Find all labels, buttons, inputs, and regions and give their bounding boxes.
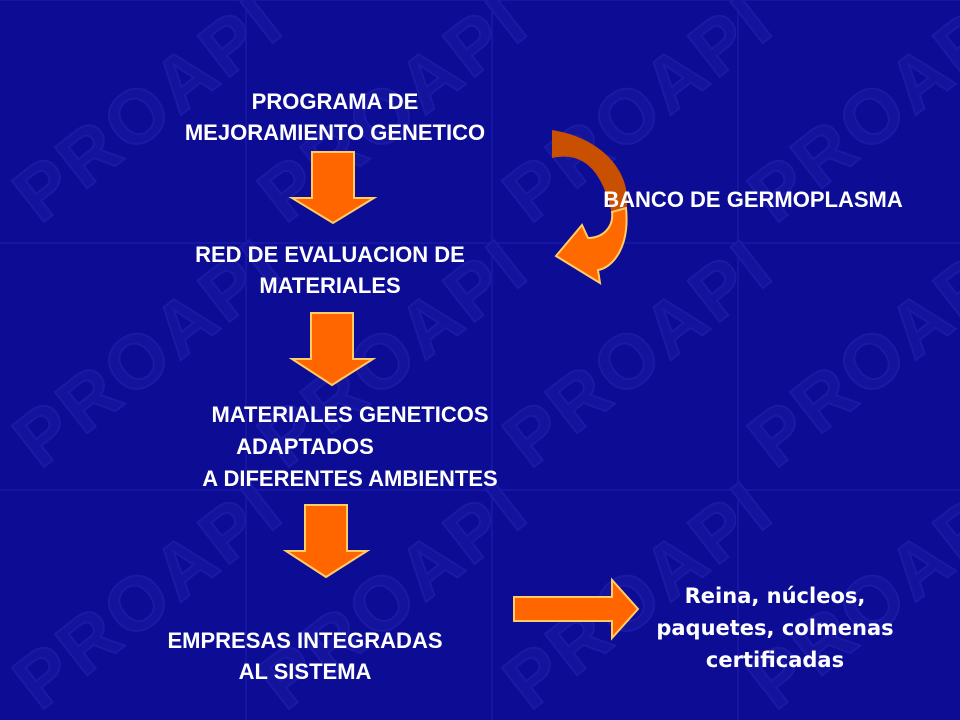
node-line: RED DE EVALUACION DE	[195, 242, 465, 267]
node-line: MATERIALES GENETICOS	[211, 402, 489, 427]
node-line: AL SISTEMA	[238, 659, 372, 684]
node-banco-germoplasma: BANCO DE GERMOPLASMA	[548, 184, 958, 215]
down-arrow-2	[288, 312, 377, 387]
curved-arrow-shadow	[552, 130, 628, 214]
node-red-evaluacion: RED DE EVALUACION DE MATERIALES	[110, 239, 550, 301]
curved-arrow-body	[554, 206, 628, 285]
node-line: Reina, núcleos,	[684, 584, 866, 608]
right-arrow	[513, 577, 640, 641]
curved-arrow	[552, 130, 628, 285]
node-line: certificadas	[705, 648, 845, 672]
node-line: paquetes, colmenas	[656, 616, 894, 640]
node-line: EMPRESAS INTEGRADAS	[167, 628, 443, 653]
down-arrow-1	[288, 151, 378, 225]
node-line: PROGRAMA DE	[251, 89, 419, 114]
node-programa-mejoramiento: PROGRAMA DE MEJORAMIENTO GENETICO	[120, 86, 550, 148]
node-empresas-integradas: EMPRESAS INTEGRADAS AL SISTEMA	[95, 625, 515, 687]
node-line: A DIFERENTES AMBIENTES	[202, 466, 498, 491]
node-productos-certificados: Reina, núcleos, paquetes, colmenas certi…	[600, 580, 950, 676]
node-line: ADAPTADOS	[236, 434, 374, 459]
down-arrow-3	[282, 504, 371, 579]
node-line: BANCO DE GERMOPLASMA	[603, 187, 903, 212]
node-materiales-geneticos: MATERIALES GENETICOS ADAPTADOS A DIFEREN…	[130, 399, 570, 495]
node-line: MEJORAMIENTO GENETICO	[184, 120, 486, 145]
node-line: MATERIALES	[259, 273, 401, 298]
